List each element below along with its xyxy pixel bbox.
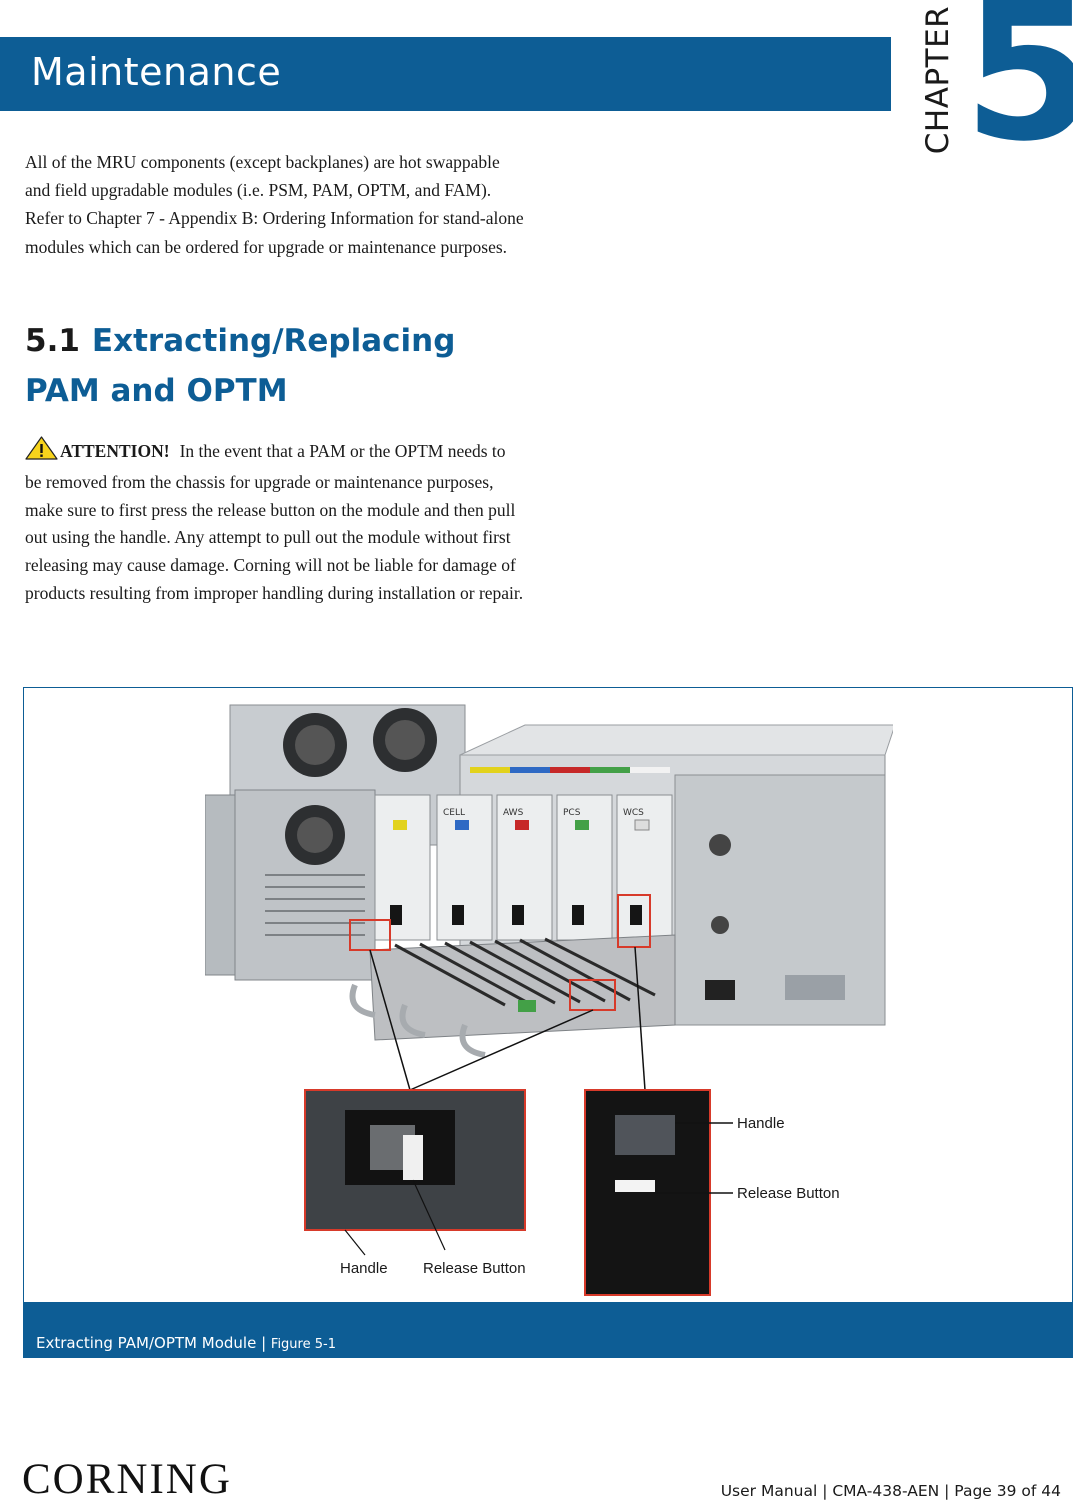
chapter-number: 5 [963,0,1073,183]
callout-handle-right: Handle [737,1115,785,1132]
module-label-aws: AWS [503,808,524,818]
section-title: Extracting/Replacing PAM and OPTM [25,323,456,409]
chapter-title-bar [0,37,891,111]
caption-main: Extracting PAM/OPTM Module | [36,1334,267,1352]
callout-release-left: Release Button [423,1260,526,1277]
figure-photo: CELL AWS PCS WCS [205,704,893,1296]
chapter-title: Maintenance [31,50,282,94]
chapter-word: CHAPTER [920,5,956,155]
warning-icon [25,436,58,469]
module-label-cell: CELL [443,808,465,818]
attention-label: ATTENTION! [60,441,170,461]
intro-paragraph: All of the MRU components (except backpl… [25,152,524,257]
module-label-pcs: PCS [563,808,581,818]
caption-bar [23,1302,1073,1358]
caption-figure-number: Figure 5-1 [270,1337,336,1352]
module-label-wcs: WCS [623,808,644,818]
page-footer: User Manual | CMA-438-AEN | Page 39 of 4… [720,1482,1061,1500]
figure-caption: Extracting PAM/OPTM Module | Figure 5-1 [36,1334,336,1352]
callout-handle-left: Handle [340,1260,388,1277]
callout-release-right: Release Button [737,1185,840,1202]
attention-paragraph: ATTENTION!In the event that a PAM or the… [25,436,525,608]
corning-logo: CORNING [22,1456,232,1503]
section-number: 5.1 [25,323,80,359]
attention-text: In the event that a PAM or the OPTM need… [25,441,524,603]
